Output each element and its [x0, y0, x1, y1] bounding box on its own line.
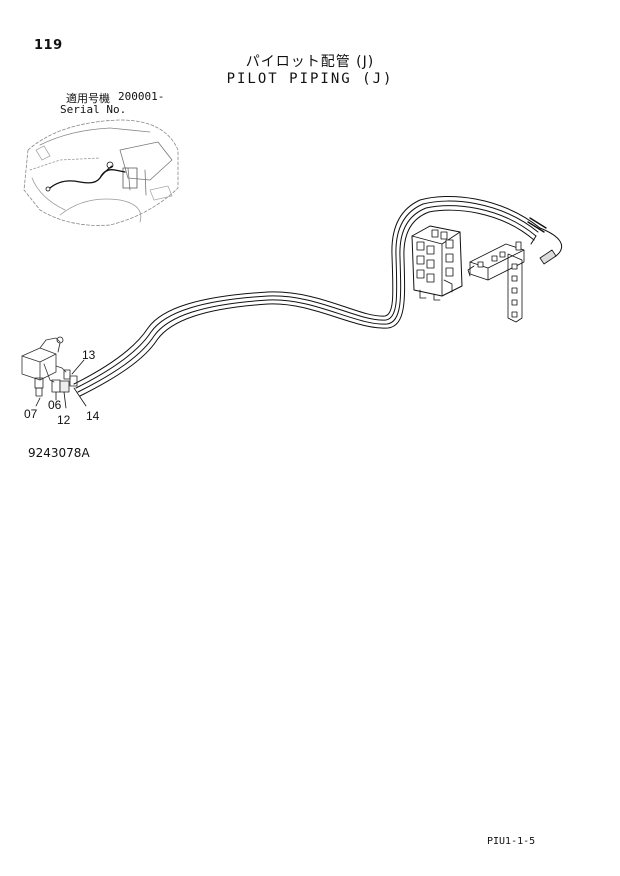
machine-overview-sketch — [23, 119, 179, 226]
title-english: PILOT PIPING (J) — [226, 71, 394, 87]
callout-12: 12 — [57, 413, 71, 427]
serial-label-japanese: 適用号機 — [66, 92, 110, 105]
pilot-manifold — [467, 241, 525, 323]
page-code: PIU1-1-5 — [487, 836, 536, 847]
drawing-number: 9243078A — [28, 446, 90, 460]
serial-label-english: Serial No. — [60, 103, 127, 116]
callout-07: 07 — [24, 407, 38, 421]
callout-14: 14 — [86, 409, 100, 423]
pilot-valve-assembly — [21, 336, 78, 397]
pilot-hose-bundle — [73, 196, 562, 397]
hose-fittings — [527, 217, 557, 265]
control-valve-block — [411, 225, 463, 301]
callout-06: 06 — [48, 398, 62, 412]
title-japanese: パイロット配管 (J) — [245, 54, 375, 70]
page-number: 119 — [34, 38, 63, 53]
callout-leaders — [35, 359, 87, 409]
callout-labels: 13 07 06 12 14 — [24, 348, 100, 427]
serial-value: 200001- — [118, 90, 165, 103]
callout-13: 13 — [82, 348, 96, 362]
